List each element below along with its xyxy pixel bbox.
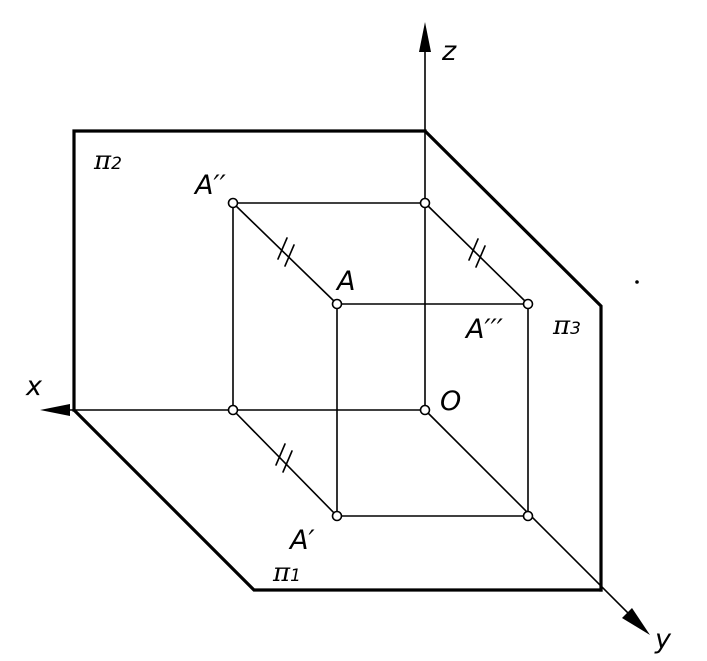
point-z-foot [419, 197, 431, 209]
tick-mark-a2-a [277, 237, 295, 267]
z-axis-arrowhead [419, 22, 431, 52]
label-plane-pi1: π1 [272, 558, 301, 588]
point-y-foot [522, 510, 534, 522]
plane-pi2-outline [72, 129, 427, 412]
label-point-A2: A′′ [193, 170, 226, 201]
point-origin [419, 404, 431, 416]
label-origin: O [440, 386, 461, 417]
label-point-A3: A′′′ [464, 314, 503, 345]
label-point-A1: A′ [288, 525, 315, 556]
y-axis-arrowhead [622, 608, 650, 635]
tick-mark-z-a3 [468, 238, 486, 268]
label-y-axis: y [654, 624, 672, 655]
line-z-to-A3 [424, 202, 529, 305]
x-axis-arrowhead [40, 404, 70, 416]
label-plane-pi2: π2 [93, 146, 122, 176]
point-A2 [227, 197, 239, 209]
plane-pi1-outline [71, 407, 603, 592]
point-A1 [331, 510, 343, 522]
line-A2-to-A [232, 202, 338, 305]
line-x-to-A1 [232, 409, 338, 517]
point-A3 [522, 298, 534, 310]
stray-dot [635, 280, 639, 284]
label-point-A: A [335, 266, 355, 297]
plane-pi3-outline [422, 128, 603, 592]
point-x-foot [227, 404, 239, 416]
label-z-axis: z [441, 36, 457, 67]
point-A [331, 298, 343, 310]
label-x-axis: x [25, 371, 43, 402]
label-plane-pi3: π3 [552, 311, 581, 341]
tick-mark-x-a1 [275, 443, 293, 473]
